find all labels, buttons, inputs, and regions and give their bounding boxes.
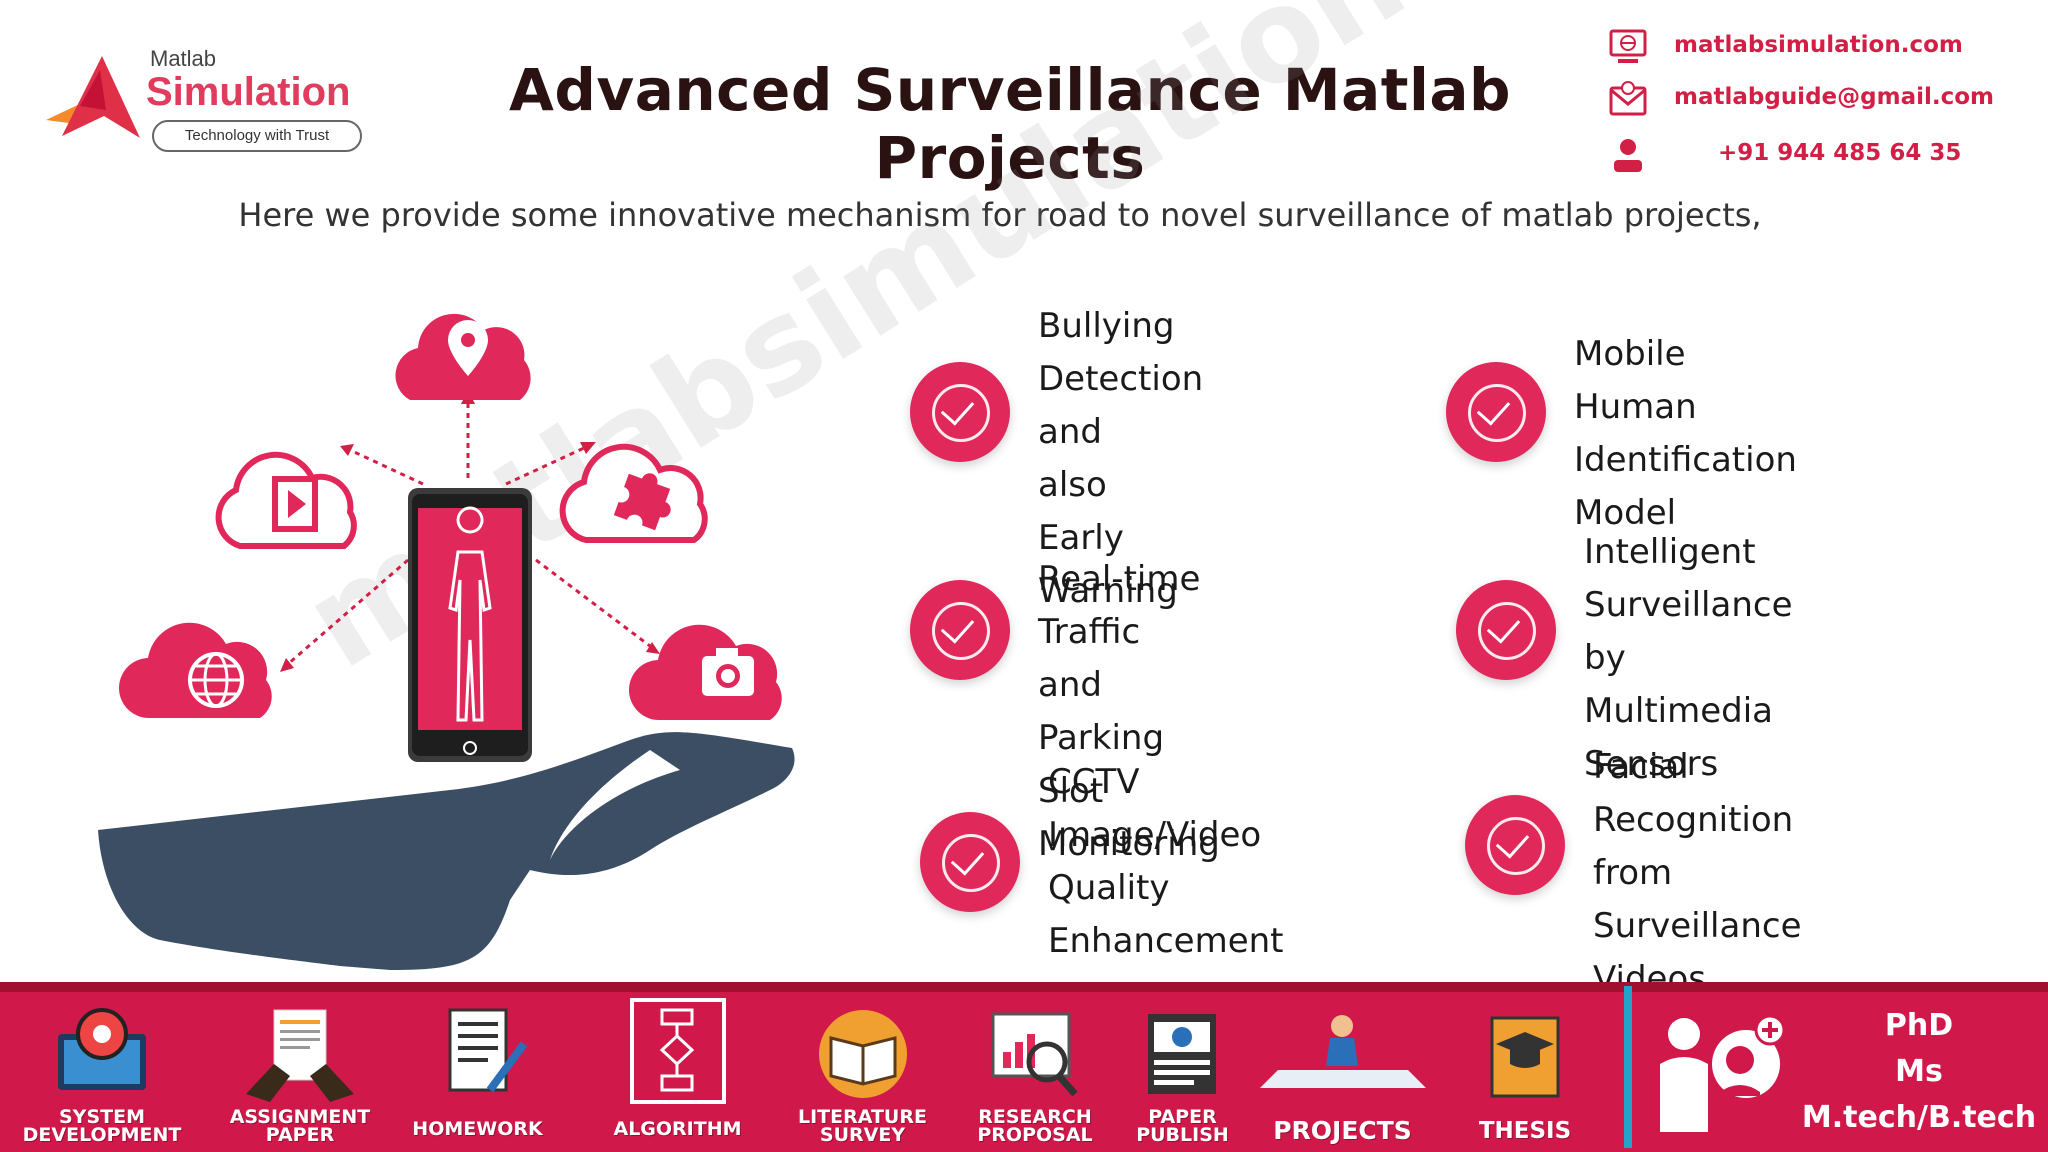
item-line: Detection and bbox=[1038, 359, 1204, 452]
puzzle-icon bbox=[559, 443, 708, 543]
service-homework[interactable]: HOMEWORK bbox=[395, 982, 560, 1152]
monitor-gear-icon bbox=[58, 1008, 146, 1090]
logo-text-small: Matlab bbox=[150, 46, 217, 71]
flowchart-icon bbox=[629, 998, 726, 1104]
item-line: Sensors bbox=[1584, 744, 1719, 784]
footer-divider bbox=[1624, 986, 1632, 1148]
contact-email[interactable]: matlabguide@gmail.com bbox=[1600, 78, 2040, 122]
item-line: Facial bbox=[1593, 747, 1689, 787]
degree-phd: PhD bbox=[1884, 1008, 1954, 1043]
service-thesis[interactable]: THESIS bbox=[1440, 982, 1610, 1152]
service-research-proposal[interactable]: RESEARCH PROPOSAL bbox=[950, 982, 1120, 1152]
service-label: PUBLISH bbox=[1136, 1124, 1229, 1146]
service-label: SYSTEM bbox=[59, 1106, 145, 1128]
smartphone-icon bbox=[408, 488, 532, 762]
check-circle-icon bbox=[1465, 795, 1565, 895]
service-system-development[interactable]: SYSTEM DEVELOPMENT bbox=[12, 982, 192, 1152]
logo-text: Simulation bbox=[146, 70, 351, 114]
service-literature-survey[interactable]: LITERATURE SURVEY bbox=[775, 982, 950, 1152]
logo-tagline: Technology with Trust bbox=[152, 120, 362, 152]
service-label: SURVEY bbox=[819, 1124, 906, 1146]
service-paper-publish[interactable]: PAPER PUBLISH bbox=[1120, 982, 1245, 1152]
item-line: Bullying bbox=[1038, 306, 1175, 346]
item-line: Image/Video bbox=[1048, 815, 1262, 855]
service-label: PROJECTS bbox=[1273, 1116, 1412, 1145]
brand-logo[interactable]: Matlab Simulation Technology with Trust bbox=[40, 40, 380, 160]
logo-mark-icon bbox=[46, 56, 140, 138]
service-label: RESEARCH bbox=[978, 1106, 1092, 1128]
item-line: Mobile Human bbox=[1574, 334, 1697, 427]
surveillance-illustration bbox=[98, 313, 795, 970]
contact-website-text: matlabsimulation.com bbox=[1674, 32, 1963, 58]
service-label: ALGORITHM bbox=[613, 1118, 742, 1140]
check-circle-icon bbox=[1446, 362, 1546, 462]
service-label: ASSIGNMENT bbox=[229, 1106, 371, 1128]
subtitle: Here we provide some innovative mechanis… bbox=[238, 196, 1762, 234]
item-line: and Parking Slot bbox=[1038, 665, 1165, 811]
contact-website[interactable]: matlabsimulation.com bbox=[1600, 26, 2040, 70]
degree-mtech-btech: M.tech/B.tech bbox=[1801, 1100, 2037, 1135]
website-icon bbox=[1609, 29, 1647, 63]
service-label: LITERATURE bbox=[798, 1106, 927, 1128]
location-pin-icon bbox=[395, 313, 531, 400]
notebook-pen-icon bbox=[448, 1008, 527, 1093]
contact-phone[interactable]: +91 944 485 64 35 bbox=[1600, 134, 2040, 178]
check-circle-icon bbox=[910, 362, 1010, 462]
check-circle-icon bbox=[920, 812, 1020, 912]
page-title: Advanced Surveillance Matlab Projects bbox=[509, 56, 1511, 192]
open-book-icon bbox=[818, 1010, 907, 1098]
item-line: Warning bbox=[1038, 571, 1178, 611]
service-projects[interactable]: PROJECTS bbox=[1245, 982, 1440, 1152]
blueprint-worker-icon bbox=[1259, 1015, 1426, 1088]
item-line: Identification bbox=[1574, 440, 1797, 480]
service-label: THESIS bbox=[1478, 1118, 1572, 1144]
degree-levels: PhD Ms M.tech/B.tech bbox=[1790, 982, 2048, 1152]
service-label: PAPER bbox=[265, 1124, 335, 1146]
hand-icon bbox=[98, 732, 795, 970]
contact-phone-text: +91 944 485 64 35 bbox=[1718, 140, 1962, 166]
check-circle-icon bbox=[1456, 580, 1556, 680]
item-line: Model bbox=[1574, 493, 1677, 533]
service-label: PROPOSAL bbox=[977, 1124, 1093, 1146]
services-footer: SYSTEM DEVELOPMENT ASSIGNMENT PAPER bbox=[0, 982, 2048, 1152]
doctor-consultation-icon bbox=[1660, 1014, 1786, 1132]
item-line: Multimedia bbox=[1584, 691, 1774, 731]
contact-email-text: matlabguide@gmail.com bbox=[1674, 84, 1994, 110]
phone-icon bbox=[1614, 139, 1642, 172]
item-line: Recognition from bbox=[1593, 800, 1794, 893]
item-line: Enhancement bbox=[1048, 921, 1284, 961]
video-icon bbox=[215, 451, 357, 549]
degree-ms: Ms bbox=[1895, 1054, 1943, 1089]
item-line: Intelligent bbox=[1584, 532, 1756, 572]
email-icon bbox=[1609, 81, 1647, 116]
item-line: Quality bbox=[1048, 868, 1170, 908]
item-line: Real-time Traffic bbox=[1038, 559, 1201, 652]
item-line: CCTV bbox=[1048, 762, 1140, 802]
graduation-book-icon bbox=[1490, 1016, 1560, 1098]
check-circle-icon bbox=[910, 580, 1010, 680]
camera-icon bbox=[628, 624, 782, 721]
document-hands-icon bbox=[246, 1009, 354, 1102]
service-label: DEVELOPMENT bbox=[22, 1124, 182, 1146]
footer-band bbox=[0, 982, 2048, 992]
globe-icon bbox=[118, 622, 272, 719]
item-line: Surveillance by bbox=[1584, 585, 1793, 678]
chart-magnifier-icon bbox=[991, 1012, 1078, 1097]
item-line: also Early bbox=[1038, 465, 1124, 558]
person-silhouette-icon bbox=[448, 506, 492, 722]
service-label: HOMEWORK bbox=[412, 1118, 543, 1140]
service-algorithm[interactable]: ALGORITHM bbox=[580, 982, 775, 1152]
item-line: Monitoring bbox=[1038, 824, 1220, 864]
newspaper-icon bbox=[1147, 1014, 1216, 1094]
service-assignment-paper[interactable]: ASSIGNMENT PAPER bbox=[205, 982, 395, 1152]
service-label: PAPER bbox=[1148, 1106, 1217, 1128]
item-line: Surveillance bbox=[1593, 906, 1802, 946]
